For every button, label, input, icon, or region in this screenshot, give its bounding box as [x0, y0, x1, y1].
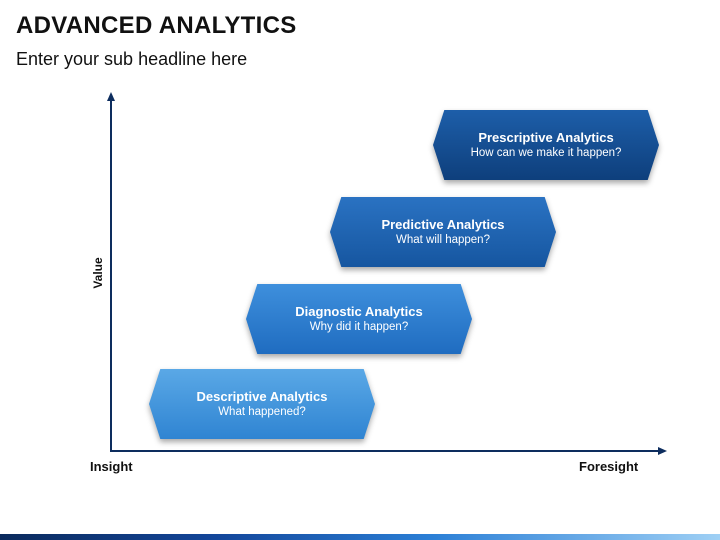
stage-descriptive: Descriptive Analytics What happened?: [149, 369, 375, 439]
stage-hexagon: [149, 369, 375, 439]
page-title: ADVANCED ANALYTICS: [16, 12, 297, 39]
stage-predictive: Predictive Analytics What will happen?: [330, 197, 556, 267]
stage-hexagon: [330, 197, 556, 267]
stage-subtitle: What happened?: [218, 406, 306, 418]
stage-hexagon: [246, 284, 472, 354]
x-axis-label-insight: Insight: [90, 459, 133, 474]
y-axis-label: Value: [91, 257, 105, 289]
page-subtitle: Enter your sub headline here: [16, 49, 248, 69]
stage-diagnostic: Diagnostic Analytics Why did it happen?: [246, 284, 472, 354]
x-axis-arrow: [658, 447, 667, 455]
y-axis-arrow: [107, 92, 115, 101]
stage-title: Descriptive Analytics: [196, 389, 328, 404]
stage-title: Diagnostic Analytics: [295, 304, 423, 319]
stage-subtitle: Why did it happen?: [309, 321, 409, 333]
stage-title: Predictive Analytics: [381, 217, 505, 232]
stage-subtitle: How can we make it happen?: [470, 147, 622, 159]
stage-prescriptive: Prescriptive Analytics How can we make i…: [433, 110, 659, 180]
stage-subtitle: What will happen?: [396, 234, 490, 246]
footer-accent-bar: [0, 534, 720, 540]
stage-title: Prescriptive Analytics: [478, 130, 614, 145]
x-axis-label-foresight: Foresight: [579, 459, 639, 474]
stage-hexagon: [433, 110, 659, 180]
